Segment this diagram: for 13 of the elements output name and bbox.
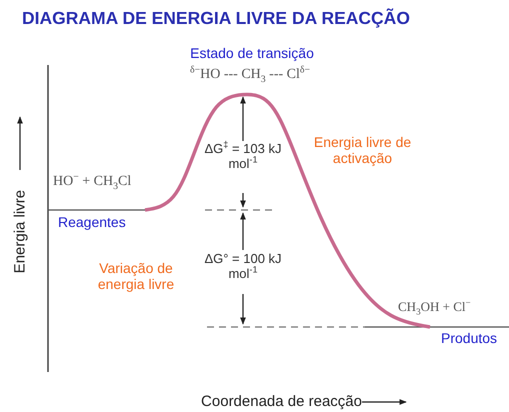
axis-title: Coordenada de reacção [200, 393, 362, 410]
value-label: ΔG$^{‡}$ = 103 kJ mol$^{-1}$ [204, 142, 282, 172]
formula-label: $^{δ−}$HO --- CH$_{3}$ --- Cl$^{δ−}$ [188, 67, 312, 84]
state-label: Produtos [441, 330, 498, 346]
formula-label: HO$^{−}$ + CH$_{3}$Cl [53, 174, 132, 190]
annotation-label: Energia livre de activação [312, 134, 412, 166]
value-label: ΔG° = 100 kJ mol$^{-1}$ [203, 252, 283, 282]
diagram-title: DIAGRAMA DE ENERGIA LIVRE DA REACÇÃO [22, 8, 410, 28]
axis-title: Energia livre [11, 188, 29, 276]
state-label: Estado de transição [189, 45, 315, 62]
formula-label: CH$_{3}$OH + Cl$^{−}$ [398, 300, 472, 315]
annotation-label: Variação de energia livre [96, 260, 176, 292]
state-label: Reagentes [58, 214, 127, 230]
